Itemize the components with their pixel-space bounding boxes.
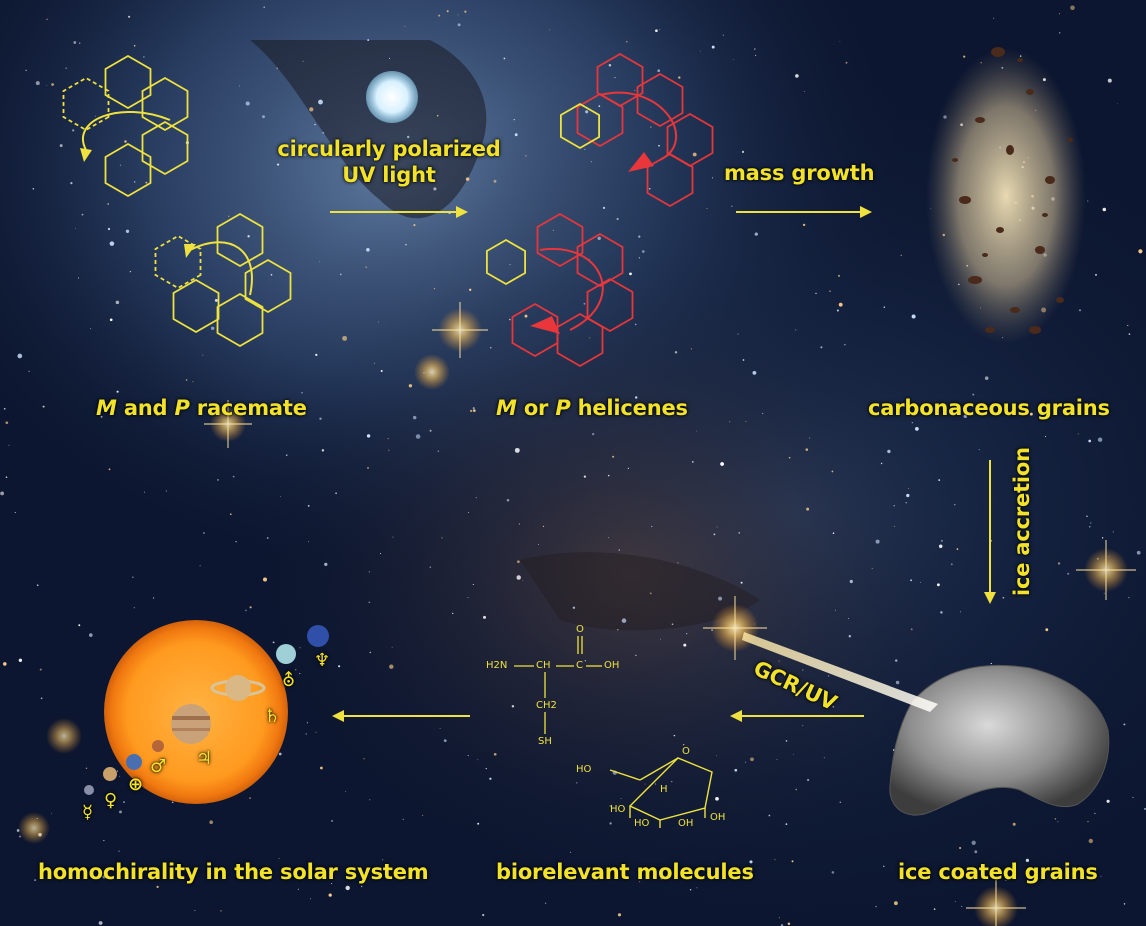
racemate-label: M and P racemate: [96, 396, 307, 420]
mars-symbol: ♂: [150, 756, 166, 777]
helicene-ring: [536, 212, 584, 268]
helicene-ring: [511, 302, 559, 358]
helicenes-tail: helicenes: [570, 396, 688, 420]
rotation-arrow-1: [82, 111, 171, 151]
sugar-bonds: [609, 757, 713, 828]
racemate-ring: [104, 142, 152, 198]
uranus-planet: [276, 644, 296, 664]
cpl-label: circularly polarized UV light: [270, 136, 508, 188]
racemate-ring: [172, 278, 220, 334]
saturn-planet: [225, 675, 251, 701]
helicenes-m: M: [496, 396, 517, 420]
ice-coated-grain: [889, 664, 1110, 816]
cys-o: O: [576, 624, 584, 635]
cysteine-bonds: [514, 636, 602, 734]
ice-coated-label: ice coated grains: [898, 860, 1098, 884]
sugar-h: H: [660, 784, 668, 795]
earth-symbol: ⊕: [128, 774, 143, 795]
accent-ring: [485, 102, 600, 286]
saturn-symbol: ♄: [264, 706, 280, 727]
helicenes-label: M or P helicenes: [496, 396, 688, 420]
racemate-p: P: [174, 396, 190, 420]
uv-source-star: [366, 71, 418, 123]
accent-ring: [485, 238, 526, 286]
sugar-oh-1: OH: [678, 818, 694, 829]
racemate-ring: [216, 292, 264, 348]
jupiter-planet: [171, 704, 211, 744]
carbonaceous-grains: [952, 47, 1073, 334]
mass-growth-label: mass growth: [724, 161, 875, 185]
mars-planet: [152, 740, 164, 752]
helicenes-or: or: [516, 396, 556, 420]
cys-ch2: CH2: [536, 700, 557, 711]
arrow-head-mass: [860, 206, 872, 218]
helicene-structures: [511, 52, 714, 368]
helicene-ring: [576, 92, 624, 148]
venus-planet: [103, 767, 117, 781]
helicene-ring: [636, 72, 684, 128]
racemate-and: and: [116, 396, 175, 420]
racemate-ring: [244, 258, 292, 314]
racemate-m: M: [96, 396, 117, 420]
helicenes-p: P: [555, 396, 571, 420]
racemate-ring: [62, 76, 110, 132]
venus-symbol: ♀: [104, 790, 117, 811]
accent-ring: [560, 102, 600, 150]
cpl-line-1: circularly polarized: [277, 137, 501, 161]
racemate-ring: [154, 234, 202, 290]
neptune-planet: [307, 625, 329, 647]
carbonaceous-grains-label: carbonaceous grains: [868, 396, 1110, 420]
jupiter-symbol: ♃: [196, 748, 212, 769]
cys-ch: CH: [536, 660, 551, 671]
racemate-ring: [104, 54, 152, 110]
homochirality-label: homochirality in the solar system: [38, 860, 429, 884]
cys-c: C: [576, 660, 583, 671]
cpl-line-2: UV light: [342, 163, 436, 187]
ice-accretion-label: ice accretion: [1010, 447, 1034, 596]
arrow-head-ice: [984, 592, 996, 604]
arrow-head-gcr: [730, 710, 742, 722]
helicene-ring: [596, 52, 644, 108]
arrow-head-homo: [332, 710, 344, 722]
racemate-tail: racemate: [189, 396, 307, 420]
sugar-ho-1: HO: [576, 764, 592, 775]
helicene-ring: [576, 232, 624, 288]
sugar-oh-2: OH: [710, 812, 726, 823]
mercury-planet: [84, 785, 94, 795]
helicene-ring: [586, 277, 634, 333]
earth-planet: [126, 754, 142, 770]
sugar-o-ring: O: [682, 746, 690, 757]
cys-h2n: H2N: [486, 660, 508, 671]
mercury-symbol: ☿: [82, 802, 93, 823]
uranus-symbol: ⛢: [282, 670, 295, 691]
racemate-ring: [141, 120, 189, 176]
carbonaceous-grain-cloud: [926, 48, 1086, 344]
rotation-arrow-3: [599, 91, 678, 161]
planets: [84, 625, 329, 795]
sugar-ho-3: HO: [610, 804, 626, 815]
helicene-ring: [666, 112, 714, 168]
racemate-ring: [216, 212, 264, 268]
racemate-ring: [141, 76, 189, 132]
cys-sh: SH: [538, 736, 552, 747]
rotation-arrow-4: [539, 247, 604, 331]
biorelevant-label: biorelevant molecules: [496, 860, 754, 884]
process-arrows: [330, 211, 991, 717]
helicene-ring: [646, 152, 694, 208]
gcr-uv-beam: [742, 632, 938, 712]
neptune-symbol: ♆: [314, 650, 330, 671]
racemate-structures: [62, 54, 292, 348]
sugar-ho-2: HO: [634, 818, 650, 829]
cys-oh: OH: [604, 660, 620, 671]
rotation-arrow-2: [189, 241, 253, 296]
arrow-head-cpl: [456, 206, 468, 218]
